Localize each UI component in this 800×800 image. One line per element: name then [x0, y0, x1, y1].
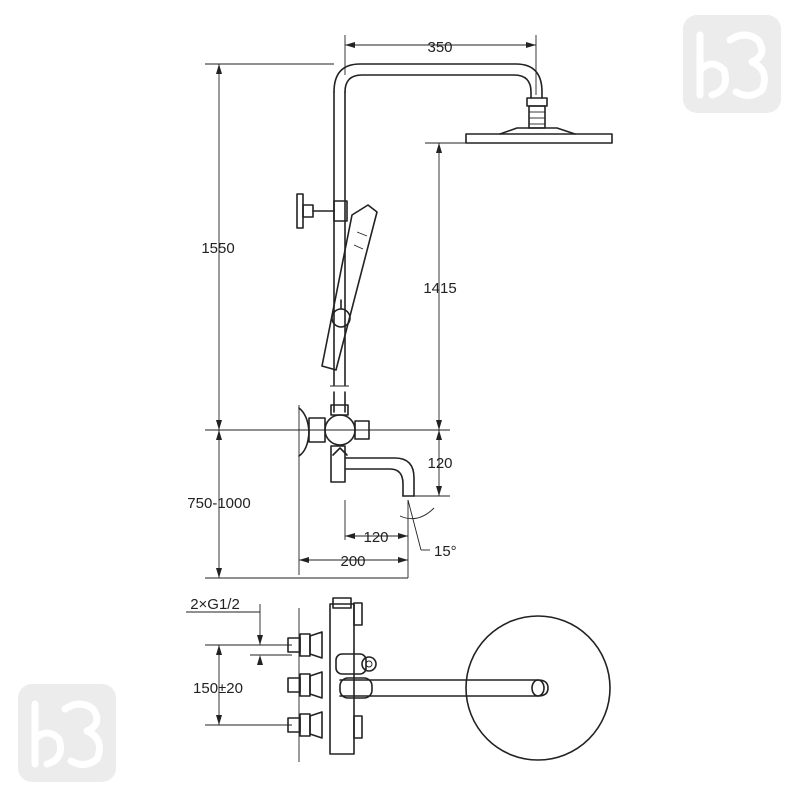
- dim-inlet-thread: 2×G1/2: [190, 596, 240, 613]
- dim-head-height: 1415: [423, 280, 456, 297]
- dim-inlet-spacing: 150±20: [193, 680, 243, 697]
- dimension-lines-plan: [186, 604, 292, 726]
- front-elevation: [296, 63, 613, 497]
- dim-spout-drop: 120: [427, 455, 452, 472]
- dimension-lines-front: [205, 35, 537, 579]
- dim-wall-offset: 200: [340, 553, 365, 570]
- dim-top-width: 350: [427, 39, 452, 56]
- dim-mixer-height: 750-1000: [187, 495, 250, 512]
- plan-view: [287, 597, 611, 762]
- dim-spout-angle: 15°: [434, 543, 457, 560]
- dim-spout-reach: 120: [363, 529, 388, 546]
- watermark-logo-top-right: [683, 15, 781, 113]
- watermark-logo-bottom-left: [18, 684, 116, 782]
- dim-total-height: 1550: [201, 240, 234, 257]
